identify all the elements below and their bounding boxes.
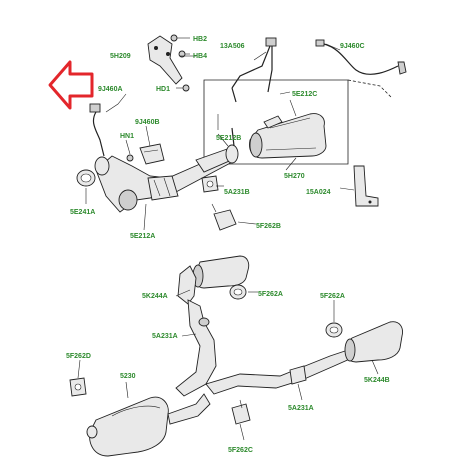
sensor-bracket-9j460b	[139, 143, 165, 165]
part-labels: HB2 5H209 HB4 13A506 9J460C HD1 5E212C 9…	[66, 36, 390, 454]
label-5k244a: 5K244A	[142, 293, 168, 300]
bracket-15a024	[353, 165, 379, 207]
label-5k244b: 5K244B	[364, 377, 390, 384]
clamp-lower-left	[86, 425, 98, 439]
mount-5f262d	[69, 377, 87, 397]
clamp-5a231a-right	[289, 365, 307, 385]
mount-5f262b	[211, 203, 237, 231]
label-5230: 5230	[120, 373, 136, 380]
center-muffler-5230	[89, 393, 211, 457]
mount-5f262a-upper	[229, 284, 247, 300]
label-hn1: HN1	[120, 133, 134, 140]
pointer-arrow-icon	[48, 60, 94, 110]
diesel-particulate-filter	[249, 113, 327, 159]
label-5f262a-right: 5F262A	[320, 293, 345, 300]
label-5f262b: 5F262B	[256, 223, 281, 230]
label-5a231b: 5A231B	[224, 189, 250, 196]
label-5a231a-middle: 5A231A	[152, 333, 178, 340]
label-15a024: 15A024	[306, 189, 331, 196]
rear-pipe-right	[205, 349, 353, 395]
label-13a506: 13A506	[220, 43, 245, 50]
label-5f262a-upper: 5F262A	[258, 291, 283, 298]
label-5e241a: 5E241A	[70, 209, 95, 216]
label-5f262d: 5F262D	[66, 353, 91, 360]
label-9j460b: 9J460B	[135, 119, 160, 126]
label-9j460a: 9J460A	[98, 86, 123, 93]
label-hd1: HD1	[156, 86, 170, 93]
label-5e212c: 5E212C	[292, 91, 317, 98]
hanger-bolts	[170, 34, 190, 92]
label-hb4: HB4	[193, 53, 207, 60]
label-5e212b: 5E212B	[216, 135, 241, 142]
rear-muffler-upper	[192, 255, 250, 289]
leader-lines	[77, 43, 379, 441]
front-flange	[94, 156, 110, 176]
intermediate-pipe	[175, 299, 217, 397]
dpf-detail-frame	[203, 79, 393, 165]
label-5a231a-right: 5A231A	[288, 405, 314, 412]
tail-pipe-upper	[177, 265, 197, 305]
label-9j460c: 9J460C	[340, 43, 365, 50]
heat-shield-bracket	[147, 35, 183, 85]
sensor-harness-13a506	[231, 37, 277, 103]
oxygen-sensor-9j460c	[315, 39, 407, 75]
label-5h209: 5H209	[110, 53, 131, 60]
rubber-mount-5a231b	[201, 175, 219, 193]
label-5f262c: 5F262C	[228, 447, 253, 454]
mount-5f262c	[231, 399, 251, 425]
gasket-5e241a	[76, 169, 96, 187]
clamp-5e212b	[225, 127, 239, 164]
mount-5f262a-right	[325, 322, 343, 338]
nut-hn1	[126, 154, 134, 162]
label-5h270: 5H270	[284, 173, 305, 180]
label-5e212a: 5E212A	[130, 233, 155, 240]
rear-muffler-right	[344, 321, 403, 363]
oxygen-sensor-9j460a	[89, 103, 105, 157]
label-hb2: HB2	[193, 36, 207, 43]
